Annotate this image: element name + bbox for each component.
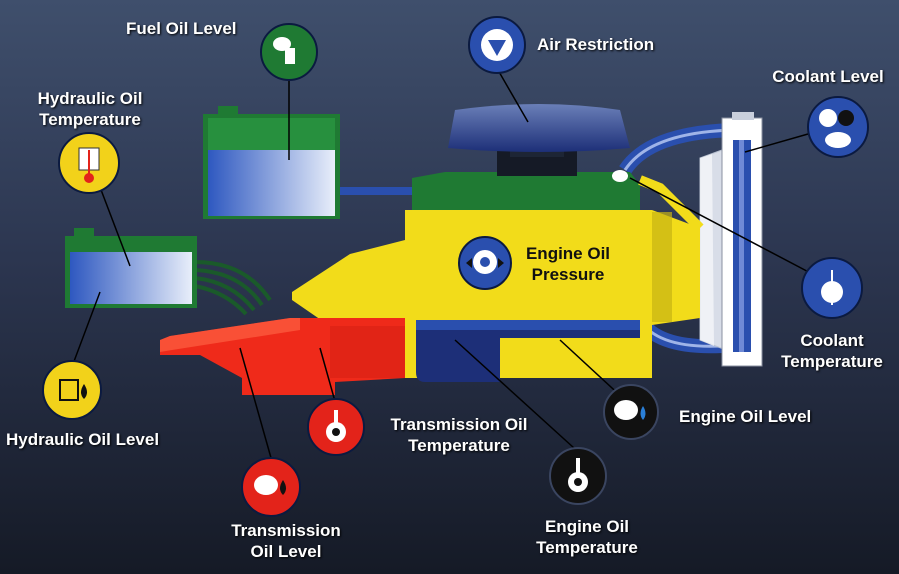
engine-oil-temperature-badge	[549, 447, 607, 505]
hydraulic-lines	[194, 260, 272, 316]
radiator	[721, 112, 763, 367]
engine-oil-pressure-badge	[458, 236, 512, 290]
hydraulic-tank	[65, 228, 197, 308]
engine-oil-level-label: Engine Oil Level	[679, 407, 812, 426]
coolant-temperature-badge	[801, 257, 863, 319]
coolant-level-label: Coolant Level	[772, 67, 884, 86]
engine-oil-level-badge	[603, 384, 659, 440]
engine-oil-temperature-label: Engine Oil Temperature	[536, 517, 638, 557]
radiator-fan	[699, 149, 727, 351]
air-restriction-badge	[468, 16, 526, 74]
air-filter	[448, 104, 630, 182]
fuel-line	[340, 187, 430, 195]
transmission	[160, 318, 405, 395]
engine-oil-pressure-label: Engine Oil Pressure	[525, 244, 611, 284]
coolant-temperature-label: Coolant Temperature	[781, 331, 883, 371]
transmission-oil-temperature-label: Transmission Oil Temperature	[390, 415, 528, 455]
hydraulic-oil-level-badge	[42, 360, 102, 420]
engine-block	[292, 172, 704, 382]
transmission-oil-level-label: Transmission Oil Level	[231, 521, 341, 561]
coolant-level-badge	[807, 96, 869, 158]
air-restriction-label: Air Restriction	[537, 35, 655, 54]
leader-lines	[69, 66, 821, 473]
fuel-oil-level-badge	[260, 23, 318, 81]
transmission-oil-temperature-badge	[307, 398, 365, 456]
hydraulic-oil-temperature-badge	[58, 132, 120, 194]
fuel-tank	[203, 106, 340, 219]
hydraulic-oil-temperature-label: Hydraulic Oil Temperature	[37, 89, 143, 129]
fuel-oil-level-label: Fuel Oil Level	[126, 19, 237, 38]
transmission-oil-level-badge	[241, 457, 301, 517]
hydraulic-oil-level-label: Hydraulic Oil Level	[6, 430, 160, 449]
